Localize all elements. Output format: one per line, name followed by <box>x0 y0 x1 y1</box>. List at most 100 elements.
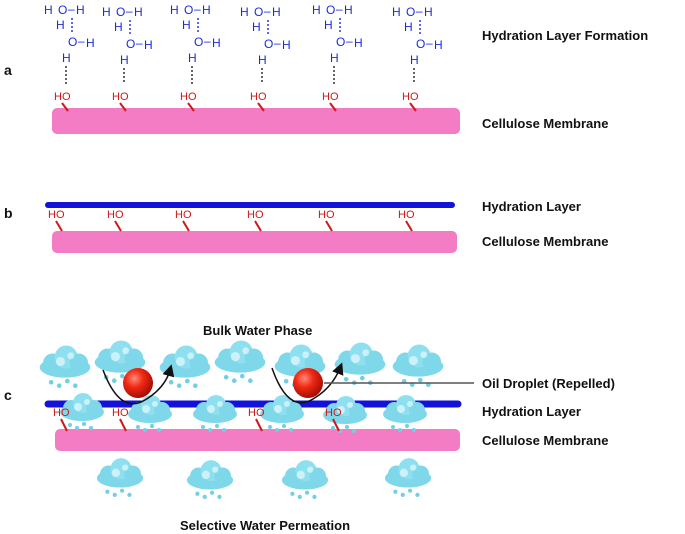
water-cloud-icon <box>159 345 211 388</box>
svg-text:O: O <box>326 3 335 17</box>
svg-text:O: O <box>336 35 345 49</box>
oil-droplet-left <box>102 364 175 405</box>
panel-b: b Hydration Layer Cellulose Membrane HO H… <box>4 199 608 253</box>
svg-text:H: H <box>76 3 85 17</box>
hydroxyl-label: HO <box>318 209 335 221</box>
hydroxyl-label: HO <box>402 91 419 103</box>
permeated-water-clouds <box>96 458 432 499</box>
hydroxyl-group: HO <box>248 407 265 432</box>
hydroxyl-label: HO <box>325 407 342 419</box>
svg-text:H: H <box>44 3 53 17</box>
svg-text:H: H <box>312 3 321 17</box>
cellulose-membrane-c <box>55 429 460 451</box>
svg-text:–: – <box>336 2 343 16</box>
hydroxyl-bond <box>182 220 190 232</box>
hydroxyl-group: HO <box>325 407 342 432</box>
hydroxyl-bond <box>409 102 417 112</box>
hydroxyl-bond <box>255 418 263 432</box>
svg-text:H: H <box>354 36 363 50</box>
svg-text:O: O <box>184 3 193 17</box>
water-cloud-icon <box>384 458 432 497</box>
cellulose-membrane-label-b: Cellulose Membrane <box>482 234 608 249</box>
hydroxyl-group: HO <box>318 209 335 232</box>
svg-text:H: H <box>212 36 221 50</box>
svg-text:H: H <box>344 3 353 17</box>
hydroxyl-group: HO <box>402 91 419 112</box>
hydroxyl-bond <box>254 220 262 232</box>
panel-c: Bulk Water Phase c HO HO HO HO Oil Droplet … <box>4 323 615 533</box>
svg-text:H: H <box>86 36 95 50</box>
cellulose-membrane-a <box>52 108 460 134</box>
water-cloud-icon <box>392 344 444 387</box>
svg-text:O: O <box>68 35 77 49</box>
hydroxyl-bond <box>257 102 265 112</box>
svg-text:H: H <box>144 38 153 52</box>
repel-arrow-right <box>271 362 344 404</box>
selective-water-permeation-label: Selective Water Permeation <box>180 518 350 533</box>
svg-text:H: H <box>424 5 433 19</box>
svg-text:–: – <box>274 36 281 50</box>
cellulose-membrane-b <box>52 231 457 253</box>
oil-droplet-icon <box>293 368 323 398</box>
hydroxyl-group: HO <box>250 91 267 112</box>
svg-text:–: – <box>78 34 85 48</box>
hydroxyl-bond <box>114 220 122 232</box>
water-cloud-icon <box>96 458 144 497</box>
svg-text:H: H <box>182 18 191 32</box>
svg-text:–: – <box>68 2 75 16</box>
hydroxyl-group: HO <box>398 209 415 232</box>
panel-letter-c: c <box>4 387 12 403</box>
svg-text:–: – <box>346 34 353 48</box>
svg-text:O: O <box>116 5 125 19</box>
hydroxyl-label: HO <box>250 91 267 103</box>
hydroxyl-bond <box>329 102 337 112</box>
hydroxyl-bond <box>332 418 340 432</box>
svg-text:H: H <box>56 18 65 32</box>
svg-text:–: – <box>126 4 133 18</box>
svg-text:–: – <box>426 36 433 50</box>
oil-droplet-label: Oil Droplet (Repelled) <box>482 376 615 391</box>
svg-text:–: – <box>416 4 423 18</box>
hydroxyl-group: HO <box>48 209 65 232</box>
svg-text:H: H <box>272 5 281 19</box>
water-cloud-icon <box>186 460 234 499</box>
svg-text:–: – <box>136 36 143 50</box>
hydration-layer-label-b: Hydration Layer <box>482 199 581 214</box>
cellulose-membrane-label-c: Cellulose Membrane <box>482 433 608 448</box>
hydroxyl-bond <box>119 102 127 112</box>
panel-letter-b: b <box>4 205 13 221</box>
hydroxyl-label: HO <box>247 209 264 221</box>
hydroxyl-group: HO <box>54 91 71 112</box>
hydroxyl-label: HO <box>248 407 265 419</box>
svg-text:O: O <box>254 5 263 19</box>
svg-text:H: H <box>102 5 111 19</box>
hydroxyl-label: HO <box>398 209 415 221</box>
svg-text:O: O <box>126 37 135 51</box>
hydroxyl-bond <box>61 102 69 112</box>
svg-text:H: H <box>134 5 143 19</box>
hydroxyl-label: HO <box>53 407 70 419</box>
svg-text:H: H <box>170 3 179 17</box>
oil-droplet-icon <box>123 368 153 398</box>
svg-text:H: H <box>404 20 413 34</box>
hydroxyl-bond <box>60 418 68 432</box>
bulk-water-phase-label: Bulk Water Phase <box>203 323 312 338</box>
hydroxyl-label: HO <box>112 407 129 419</box>
svg-text:O: O <box>406 5 415 19</box>
svg-text:–: – <box>194 2 201 16</box>
hydration-layer-formation-label: Hydration Layer Formation <box>482 28 648 43</box>
svg-text:O: O <box>416 37 425 51</box>
svg-text:H: H <box>114 20 123 34</box>
svg-text:H: H <box>282 38 291 52</box>
water-cloud-icon <box>281 460 329 499</box>
bulk-water-clouds <box>39 340 444 388</box>
hydroxyl-group: HO <box>112 91 129 112</box>
water-cloud-icon <box>214 340 266 383</box>
